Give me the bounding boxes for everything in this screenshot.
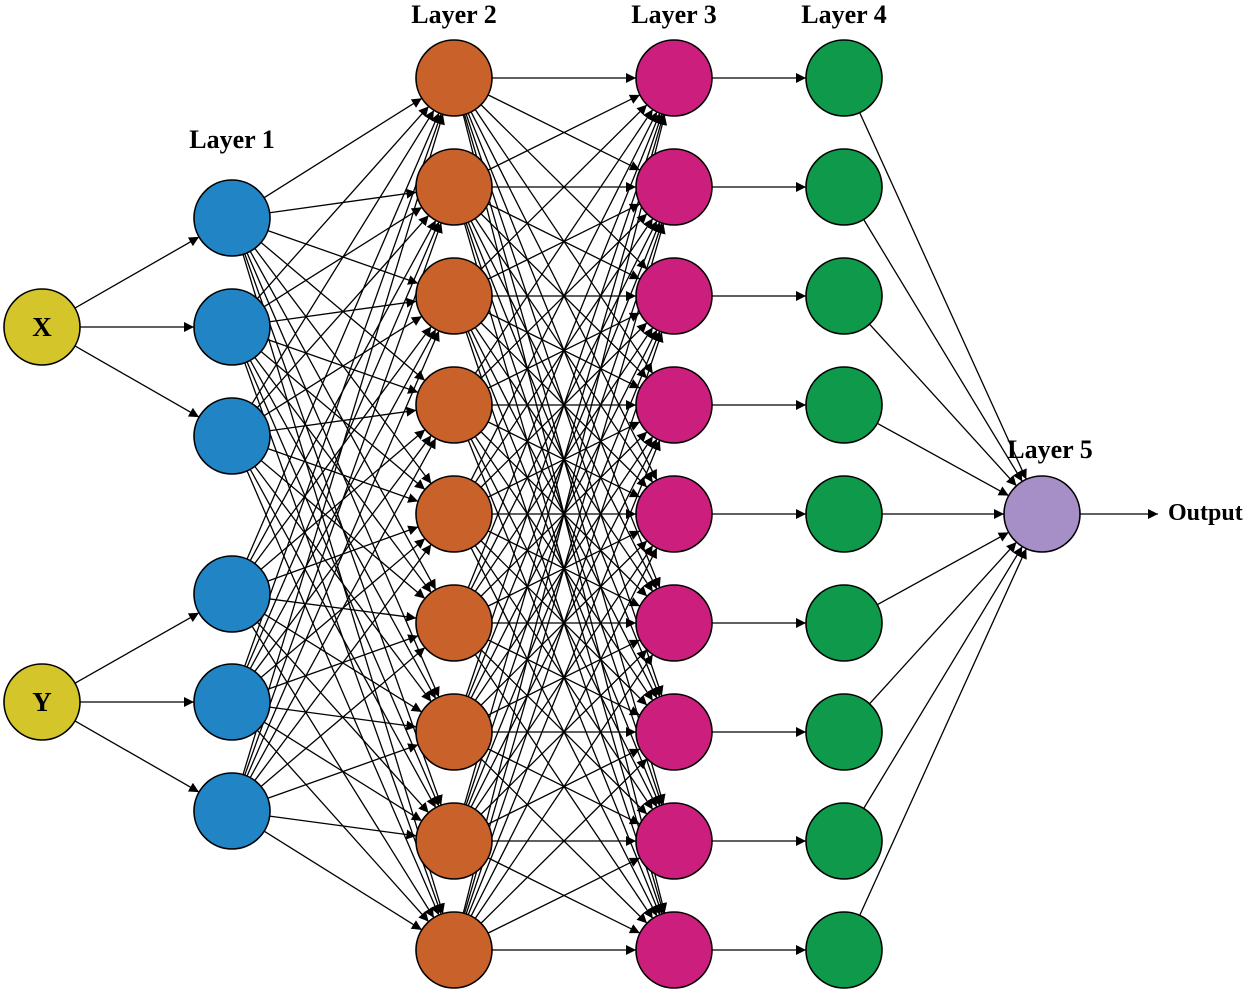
layer4-node (805, 39, 883, 117)
layer1-node (193, 397, 271, 475)
layer4-layer5-connection (869, 541, 1017, 705)
layer2-node (415, 802, 493, 880)
layer1-layer2-connection (269, 406, 417, 432)
layer1-layer2-connection (251, 109, 435, 405)
layer1-layer2-connection (249, 469, 437, 808)
layer2-layer3-connection (487, 94, 641, 171)
layer4-node (805, 911, 883, 989)
layer4-layer5-connection (876, 531, 1010, 606)
layer1-layer2-connection (244, 113, 443, 667)
inputs-node (3, 288, 81, 366)
layer1-layer2-connection (267, 743, 419, 799)
input-connection (74, 345, 200, 418)
layer2-title: Layer 2 (411, 0, 496, 29)
input-node-label: X (32, 312, 52, 342)
layer2-node (415, 911, 493, 989)
layer1-layer2-connection (263, 315, 423, 417)
layer1-title: Layer 1 (189, 125, 274, 154)
input-connection (74, 720, 200, 793)
layer1-layer2-connection (263, 830, 423, 931)
layer2-layer3-connection (467, 112, 661, 589)
input-connection (74, 236, 200, 309)
layer3-node (635, 802, 713, 880)
layer1-layer2-connection (269, 815, 417, 840)
layer4-layer5-connection (859, 112, 1027, 480)
layer2-node (415, 257, 493, 335)
layer1-node (193, 288, 271, 366)
layer1-layer2-connection (254, 466, 432, 702)
layer1-layer2-connection (260, 459, 426, 600)
layer1-layer2-connection (263, 97, 423, 199)
layer2-layer3-connection (467, 439, 661, 916)
layer3-node (635, 148, 713, 226)
input-node-label: Y (32, 687, 52, 717)
layer4-node (805, 802, 883, 880)
layer3-node (635, 475, 713, 553)
layer2-node (415, 584, 493, 662)
layer4-node (805, 257, 883, 335)
layer2-layer3-connection (470, 111, 658, 481)
layer1-layer2-connection (267, 447, 419, 503)
input-connection (74, 612, 200, 684)
layer2-layer3-connection (480, 758, 648, 924)
layer2-layer3-connection (480, 104, 648, 270)
layer4-layer5-connection (863, 546, 1023, 809)
connections (74, 73, 1158, 955)
layer4-title: Layer 4 (801, 0, 886, 29)
layer5-title: Layer 5 (1007, 435, 1092, 464)
layer1-layer2-connection (256, 214, 430, 409)
layer2-layer3-connection (463, 114, 666, 805)
layer2-layer3-connection (462, 114, 668, 914)
layer3-node (635, 911, 713, 989)
layer4-node (805, 475, 883, 553)
layer1-node (193, 179, 271, 257)
layer4-node (805, 366, 883, 444)
layer1-layer2-connection (246, 470, 440, 916)
layer2-node (415, 39, 493, 117)
layer1-layer2-connection (256, 105, 430, 300)
output-label: Output (1168, 500, 1243, 526)
layer3-node (635, 693, 713, 771)
layer1-node (193, 772, 271, 850)
layer4-node (805, 693, 883, 771)
layer5-node (1003, 475, 1081, 553)
layer2-layer3-connection (474, 654, 654, 919)
inputs-node (3, 663, 81, 741)
layer3-title: Layer 3 (631, 0, 716, 29)
layer2-node (415, 475, 493, 553)
layer1-node (193, 555, 271, 633)
layer4-layer5-connection (876, 422, 1010, 497)
layer2-layer3-connection (465, 331, 664, 915)
layer1-layer2-connection (246, 330, 440, 777)
layer1-layer2-connection (244, 222, 443, 776)
layer3-node (635, 39, 713, 117)
layer4-node (805, 148, 883, 226)
layer2-node (415, 148, 493, 226)
layer1-layer2-connection (254, 544, 432, 781)
layer4-layer5-connection (859, 548, 1027, 916)
layer2-layer3-connection (487, 857, 641, 934)
layer1-layer2-connection (246, 112, 440, 560)
layer3-node (635, 366, 713, 444)
layer1-layer2-connection (242, 114, 445, 775)
layer2-layer3-connection (474, 109, 654, 374)
layer4-layer5-connection (869, 323, 1017, 487)
layer4-node (805, 584, 883, 662)
layer4-layer5-connection (863, 219, 1023, 482)
layer2-node (415, 693, 493, 771)
layer1-layer2-connection (260, 647, 426, 787)
layer2-layer3-connection (470, 547, 658, 917)
layer3-node (635, 257, 713, 335)
layer2-node (415, 366, 493, 444)
layer2-layer3-connection (465, 113, 664, 697)
neurons: XY (3, 39, 1081, 989)
layer2-layer3-connection (463, 223, 666, 914)
layer1-node (193, 663, 271, 741)
layer3-node (635, 584, 713, 662)
layer1-layer2-connection (249, 438, 437, 778)
layer-labels: Layer 1 Layer 2 Layer 3 Layer 4 Layer 5 … (189, 0, 1242, 526)
